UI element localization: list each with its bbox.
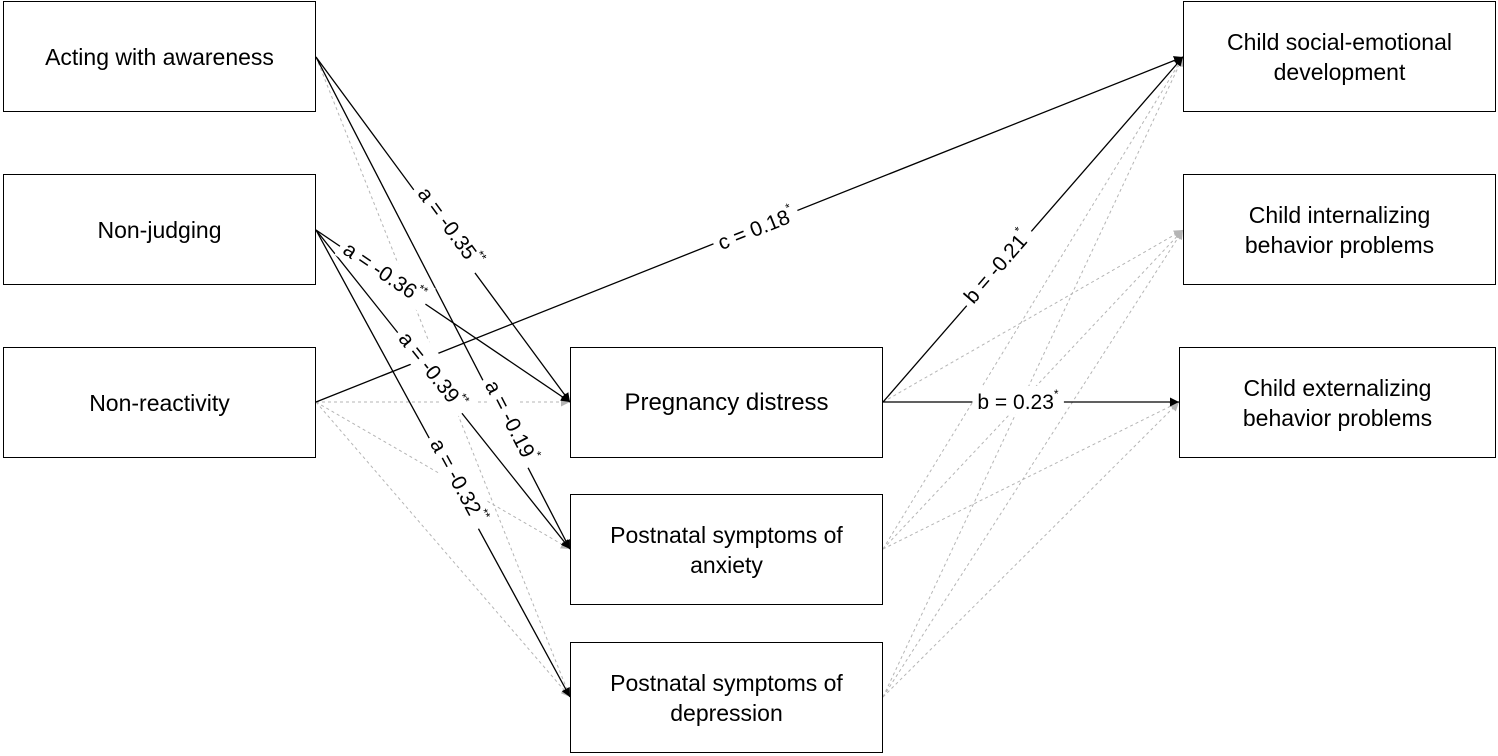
node-label: Child externalizing behavior problems <box>1242 374 1433 431</box>
path-coefficient-label: a = -0.39** <box>390 320 477 420</box>
coefficient-value: b = 0.23 <box>977 391 1053 414</box>
nonsignificant-path-line <box>882 56 1184 550</box>
nonsignificant-path-line <box>882 229 1184 698</box>
coefficient-text: a = -0.32** <box>426 433 494 527</box>
node-acting-with-awareness: Acting with awareness <box>3 1 316 112</box>
node-child-internalizing: Child internalizing behavior problems <box>1183 174 1496 285</box>
coefficient-text: b = 0.23* <box>977 387 1058 414</box>
label-background <box>477 370 548 471</box>
nonsignificant-path-line <box>315 401 571 698</box>
coefficient-value: a = -0.36 <box>339 237 421 303</box>
path-coefficient-label: c = 0.18* <box>708 197 803 258</box>
coefficient-text: a = -0.35** <box>413 181 490 272</box>
coefficient-text: a = -0.19* <box>481 375 545 466</box>
significance-marker: * <box>530 449 545 460</box>
node-pregnancy-distress: Pregnancy distress <box>570 347 883 458</box>
coefficient-value: a = -0.35 <box>413 183 481 264</box>
node-non-judging: Non-judging <box>3 174 316 285</box>
coefficient-value: b = -0.21 <box>959 230 1031 308</box>
label-background <box>972 386 1064 415</box>
label-background <box>334 230 436 313</box>
node-child-social-emotional: Child social-emotional development <box>1183 1 1496 112</box>
node-label: Child social-emotional development <box>1227 28 1452 85</box>
node-postnatal-anxiety: Postnatal symptoms of anxiety <box>570 494 883 605</box>
label-background <box>422 428 497 533</box>
nonsignificant-path-line <box>882 56 1184 698</box>
node-label: Non-judging <box>97 216 222 243</box>
node-label: Postnatal symptoms of anxiety <box>610 521 843 578</box>
node-postnatal-depression: Postnatal symptoms of depression <box>570 642 883 753</box>
significance-marker: * <box>783 200 793 215</box>
node-label: Acting with awareness <box>45 43 274 70</box>
significance-marker: * <box>1054 387 1059 401</box>
label-background <box>952 219 1039 313</box>
node-non-reactivity: Non-reactivity <box>3 347 316 458</box>
path-coefficient-label: a = -0.19* <box>477 370 548 471</box>
node-label: Non-reactivity <box>89 389 230 416</box>
nonsignificant-path-line <box>882 229 1184 403</box>
node-label: Pregnancy distress <box>624 388 829 416</box>
label-background <box>409 176 494 277</box>
label-background <box>708 197 803 258</box>
label-background <box>390 320 477 420</box>
node-child-externalizing: Child externalizing behavior problems <box>1179 347 1496 458</box>
nonsignificant-path-line <box>882 401 1180 550</box>
nonsignificant-path-line <box>882 401 1180 698</box>
coefficient-value: c = 0.18 <box>715 205 793 254</box>
path-coefficient-label: b = 0.23* <box>972 386 1064 415</box>
significant-path-line <box>882 56 1184 403</box>
node-label: Child internalizing behavior problems <box>1244 201 1435 258</box>
path-coefficient-label: b = -0.21* <box>952 219 1039 313</box>
node-label: Postnatal symptoms of depression <box>610 669 843 726</box>
